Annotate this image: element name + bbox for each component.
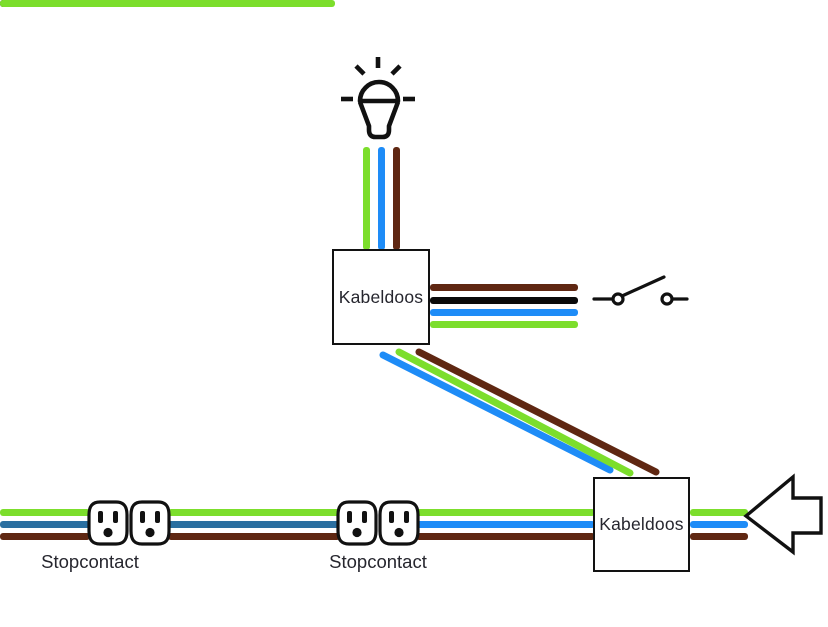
wire-switch-green — [430, 321, 578, 328]
outlet-icon — [87, 500, 129, 546]
outlet-icon — [336, 500, 378, 546]
wire-feed-green — [690, 509, 748, 516]
lamp-icon — [341, 57, 415, 140]
wire-bottom-c-blue — [416, 521, 595, 528]
wire-diagonal-brown — [415, 348, 660, 476]
wire-bottom-b-blue — [168, 521, 340, 528]
wire-bottom-a-brown — [0, 533, 90, 540]
wire-switch-brown — [430, 284, 578, 291]
wire-switch-blue — [430, 309, 578, 316]
wire-bottom-c-brown — [416, 533, 595, 540]
wire-diagonal-blue — [379, 351, 614, 474]
junction-box-2: Kabeldoos — [593, 477, 690, 572]
junction-box-1-label: Kabeldoos — [338, 286, 424, 307]
wire-bottom-a-blue — [0, 521, 90, 528]
wire-left-green — [0, 0, 335, 7]
wire-diagonal-run — [379, 348, 660, 477]
wire-diagonal-green — [395, 348, 634, 477]
stopcontact-label-1: Stopcontact — [41, 551, 139, 572]
wire-lamp-blue — [378, 147, 385, 250]
arrow-left-icon — [743, 473, 823, 556]
outlet-icon — [129, 500, 171, 546]
stopcontact-label-2: Stopcontact — [329, 551, 427, 572]
wire-bottom-b-green — [168, 509, 340, 516]
outlet-icon — [378, 500, 420, 546]
junction-box-2-label: Kabeldoos — [599, 514, 684, 534]
junction-box-1: Kabeldoos — [332, 249, 430, 345]
wire-feed-brown — [690, 533, 748, 540]
wire-lamp-brown — [393, 147, 400, 250]
wire-switch-black — [430, 297, 578, 304]
wire-feed-blue — [690, 521, 748, 528]
wire-bottom-a-green — [0, 509, 90, 516]
wire-lamp-green — [363, 147, 370, 250]
wire-bottom-b-brown — [168, 533, 340, 540]
switch-open-icon — [592, 275, 689, 306]
wire-bottom-c-green — [416, 509, 595, 516]
